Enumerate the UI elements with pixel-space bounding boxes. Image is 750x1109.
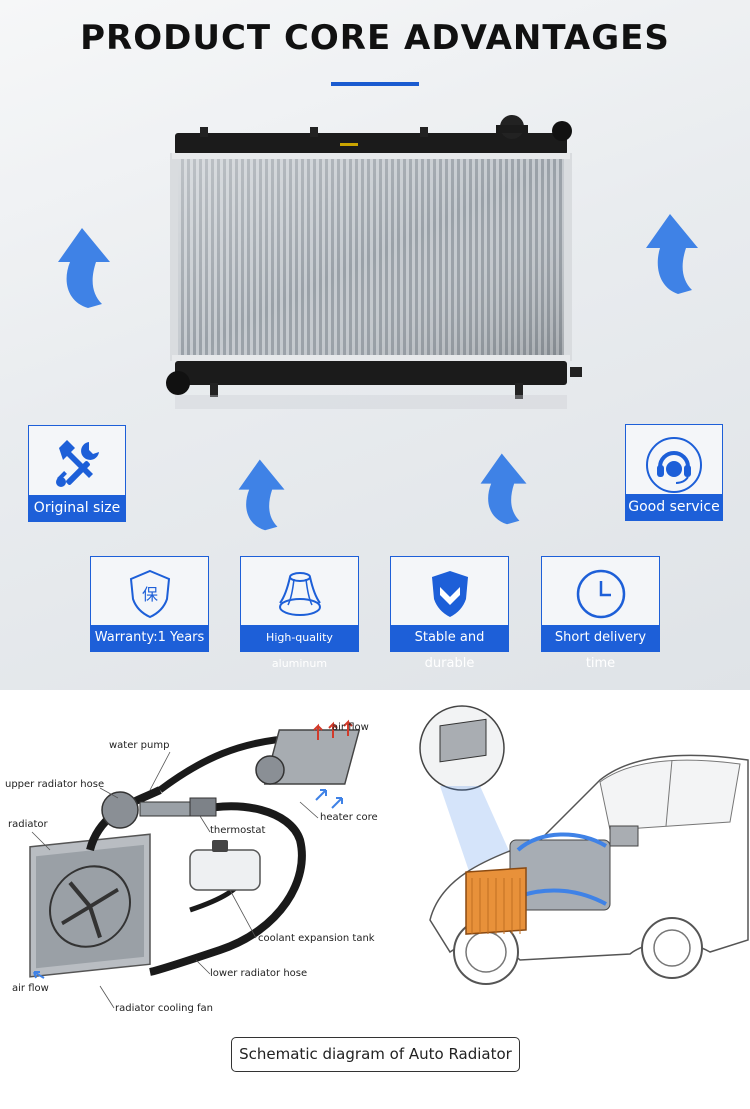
feature-original-size: Original size xyxy=(28,425,126,522)
feature-delivery: Short delivery time xyxy=(541,556,660,671)
curved-arrow-right-icon xyxy=(646,214,698,294)
feature-label: Original size xyxy=(29,495,125,521)
car-cutaway-image xyxy=(419,705,749,985)
feature-warranty: 保 Warranty:1 Years xyxy=(90,556,209,652)
cooling-system-diagram xyxy=(29,719,361,1009)
label-radiator: radiator xyxy=(8,819,48,830)
label-air-flow-bottom: air flow xyxy=(12,983,49,994)
feature-label: Short delivery time xyxy=(542,625,659,671)
diagram-caption: Schematic diagram of Auto Radiator xyxy=(231,1037,520,1072)
feature-label: Warranty:1 Years xyxy=(91,625,208,651)
label-coolant-tank: coolant expansion tank xyxy=(258,933,375,944)
label-heater-core: heater core xyxy=(320,812,378,823)
label-air-flow-top: air flow xyxy=(332,722,369,733)
radiator-product-image xyxy=(166,115,582,409)
curved-arrow-left-icon xyxy=(58,228,110,308)
curved-arrow-mid-left-icon xyxy=(238,459,285,531)
schematic-section: air flow water pump upper radiator hose … xyxy=(0,690,750,1109)
clock-icon xyxy=(576,569,625,619)
warranty-glyph: 保 xyxy=(141,585,157,604)
label-radiator-cooling-fan: radiator cooling fan xyxy=(115,1003,213,1014)
feature-aluminum: High-quality aluminum xyxy=(240,556,359,670)
chevron-shield-icon xyxy=(431,571,468,617)
warranty-shield-icon: 保 xyxy=(129,569,170,619)
page-title: PRODUCT CORE ADVANTAGES xyxy=(80,18,670,58)
feature-label: Stable and durable xyxy=(391,625,508,671)
feature-label: High-quality aluminum xyxy=(241,625,358,670)
aluminum-tube-icon xyxy=(278,572,321,616)
headset-icon xyxy=(646,437,702,493)
label-upper-radiator-hose: upper radiator hose xyxy=(5,779,105,790)
curved-arrow-mid-right-icon xyxy=(480,453,527,525)
tools-icon xyxy=(56,440,99,487)
label-water-pump: water pump xyxy=(109,740,170,751)
label-lower-radiator-hose: lower radiator hose xyxy=(210,968,308,979)
advantages-section: PRODUCT CORE ADVANTAGES xyxy=(0,0,750,690)
label-thermostat: thermostat xyxy=(210,825,266,836)
feature-label: Good service xyxy=(626,494,722,520)
title-underline xyxy=(331,82,419,86)
feature-stable-durable: Stable and durable xyxy=(390,556,509,671)
feature-good-service: Good service xyxy=(625,424,723,521)
